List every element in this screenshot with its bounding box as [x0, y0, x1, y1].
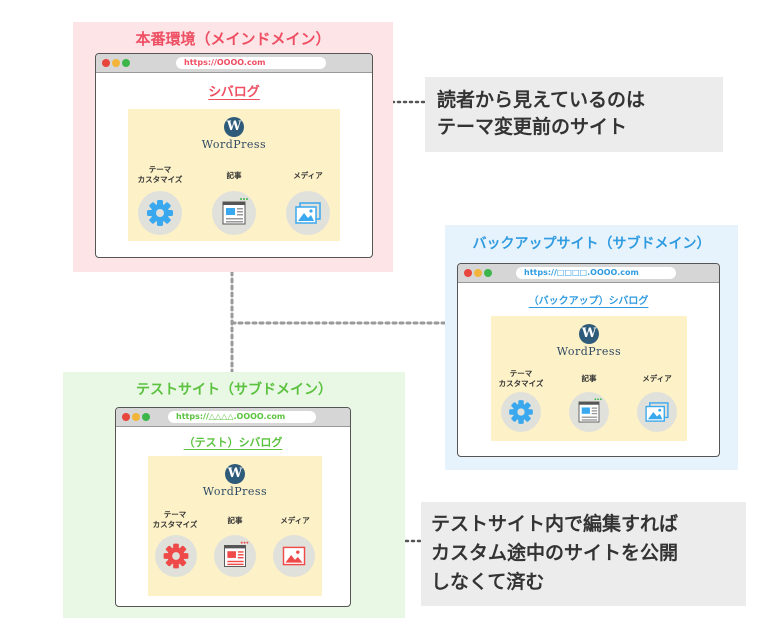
callout-line: しなくて済む: [431, 571, 545, 593]
maximize-dot-icon: [122, 59, 130, 67]
production-environment: 本番環境（メインドメイン） https://OOOO.com シバログ W Wo…: [73, 22, 393, 272]
feature-label-posts: 記事: [226, 171, 242, 180]
article-icon: [224, 541, 249, 567]
wordpress-icon: W: [579, 324, 599, 344]
production-browser: https://OOOO.com シバログ W WordPress テーマ カス…: [95, 53, 373, 258]
wordpress-logo: W WordPress: [491, 322, 687, 358]
theme-customize-feature: [138, 191, 182, 235]
site-title: （テスト）シバログ: [183, 436, 283, 449]
callout-line: テストサイト内で編集すれば: [431, 513, 679, 535]
backup-environment: バックアップサイト（サブドメイン） https://□□□□.OOOO.com …: [445, 225, 738, 470]
feature-label-theme: テーマ カスタマイズ: [152, 510, 198, 529]
site-title: （バックアップ）シバログ: [528, 296, 649, 307]
gear-icon: [509, 400, 533, 424]
article-icon: [222, 198, 248, 225]
image-icon: [282, 546, 306, 566]
wordpress-panel: W WordPress テーマ カスタマイズ 記事 メディア: [491, 316, 687, 441]
feature-label-posts: 記事: [581, 374, 597, 383]
browser-bar: https://OOOO.com: [96, 54, 372, 73]
callout-line: カスタム途中のサイトを公開: [431, 542, 679, 564]
wordpress-panel: W WordPress テーマ カスタマイズ 記事 メディア: [128, 109, 340, 241]
url-bar: https://OOOO.com: [176, 57, 326, 69]
posts-feature: [569, 392, 609, 432]
test-browser: https://△△△△.OOOO.com （テスト）シバログ W WordPr…: [115, 407, 351, 607]
media-feature: [637, 392, 677, 432]
wordpress-wordmark: WordPress: [556, 345, 622, 358]
wordpress-logo: W WordPress: [128, 115, 340, 151]
maximize-dot-icon: [484, 269, 492, 277]
browser-bar: https://△△△△.OOOO.com: [116, 408, 350, 427]
backup-browser: https://□□□□.OOOO.com （バックアップ）シバログ W Wor…: [457, 263, 720, 457]
wordpress-icon: W: [224, 117, 244, 137]
url-bar: https://□□□□.OOOO.com: [516, 267, 676, 279]
feature-label-media: メディア: [293, 171, 323, 180]
maximize-dot-icon: [142, 413, 150, 421]
image-icon: [645, 402, 669, 422]
media-feature: [286, 191, 330, 235]
media-feature: [273, 535, 315, 577]
wordpress-wordmark: WordPress: [202, 485, 268, 498]
wordpress-panel: W WordPress テーマ カスタマイズ 記事 メディア: [148, 456, 322, 596]
callout-test-edit: テストサイト内で編集すれば カスタム途中のサイトを公開 しなくて済む: [421, 502, 746, 606]
test-title: テストサイト（サブドメイン）: [136, 382, 332, 398]
gear-icon: [147, 200, 173, 226]
wordpress-logo: W WordPress: [148, 462, 322, 498]
wordpress-icon: W: [225, 464, 245, 484]
site-title: シバログ: [208, 85, 260, 100]
wordpress-wordmark: WordPress: [201, 138, 267, 151]
feature-label-theme: テーマ カスタマイズ: [498, 369, 544, 388]
close-dot-icon: [122, 413, 130, 421]
theme-customize-feature: [501, 392, 541, 432]
callout-line: 読者から見えているのは: [437, 89, 646, 111]
browser-bar: https://□□□□.OOOO.com: [458, 264, 719, 283]
test-environment: テストサイト（サブドメイン） https://△△△△.OOOO.com （テス…: [63, 372, 405, 618]
close-dot-icon: [464, 269, 472, 277]
callout-readers: 読者から見えているのは テーマ変更前のサイト: [425, 77, 723, 152]
minimize-dot-icon: [132, 413, 140, 421]
feature-label-theme: テーマ カスタマイズ: [137, 165, 183, 184]
backup-title: バックアップサイト（サブドメイン）: [472, 236, 711, 252]
production-title: 本番環境（メインドメイン）: [135, 30, 331, 48]
feature-label-posts: 記事: [227, 516, 243, 525]
gear-icon: [163, 543, 189, 569]
theme-customize-feature: [155, 535, 197, 577]
url-bar: https://△△△△.OOOO.com: [168, 411, 316, 423]
close-dot-icon: [102, 59, 110, 67]
feature-label-media: メディア: [280, 516, 310, 525]
minimize-dot-icon: [112, 59, 120, 67]
posts-feature: [212, 191, 256, 235]
minimize-dot-icon: [474, 269, 482, 277]
feature-label-media: メディア: [642, 374, 672, 383]
article-icon: [578, 398, 602, 423]
callout-line: テーマ変更前のサイト: [437, 116, 628, 138]
posts-feature: [214, 535, 256, 577]
image-icon: [295, 202, 321, 224]
